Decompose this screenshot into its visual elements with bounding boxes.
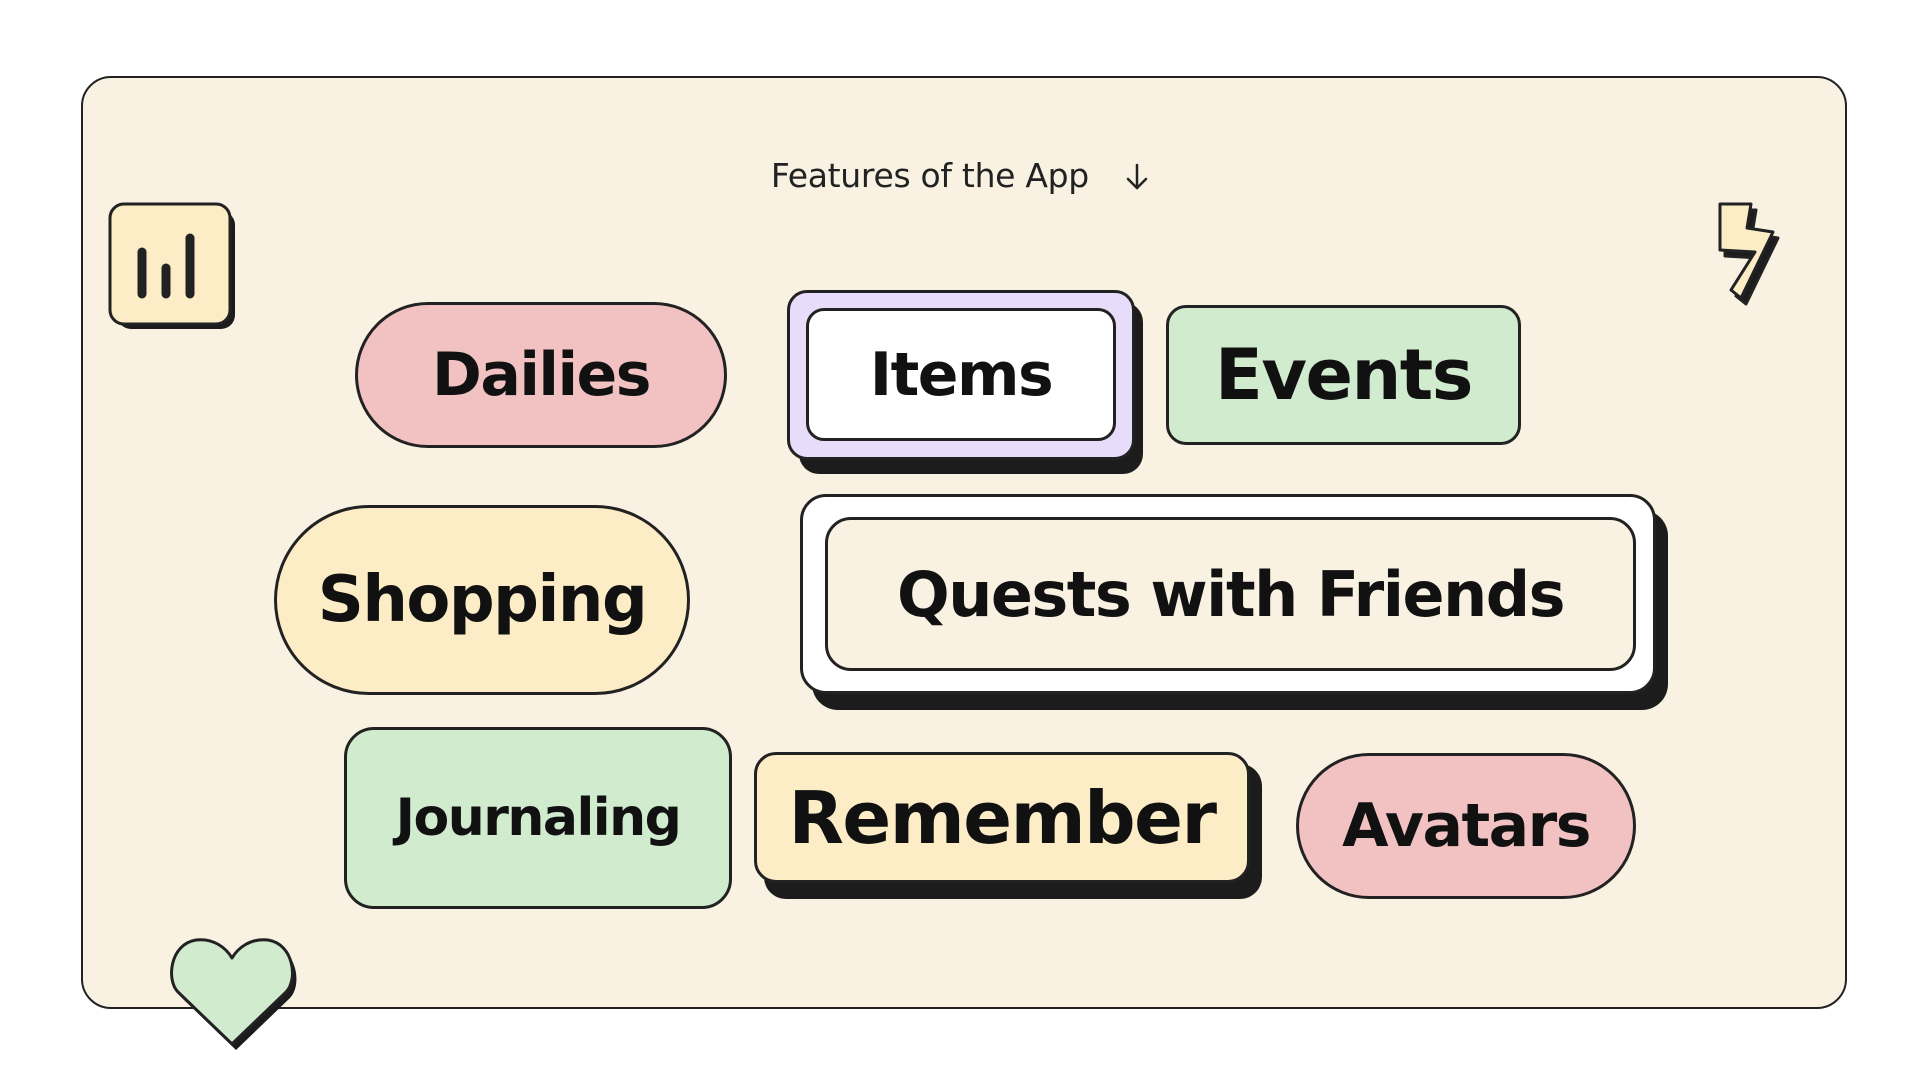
feature-journaling[interactable]: Journaling [344, 727, 732, 909]
feature-shopping-label: Shopping [317, 563, 648, 637]
arrow-down-icon [1125, 160, 1149, 199]
feature-remember[interactable]: Remember [754, 752, 1250, 883]
features-title: Features of the App [770, 156, 1089, 195]
feature-events-label: Events [1215, 334, 1473, 416]
heart-icon [164, 932, 300, 1058]
feature-items[interactable]: Items [806, 308, 1116, 441]
lightning-bolt-icon [1708, 200, 1794, 312]
feature-avatars[interactable]: Avatars [1296, 753, 1636, 899]
feature-remember-label: Remember [788, 775, 1217, 860]
feature-quests-label: Quests with Friends [896, 557, 1566, 631]
feature-shopping[interactable]: Shopping [274, 505, 690, 695]
feature-quests-with-friends[interactable]: Quests with Friends [825, 517, 1636, 671]
feature-items-label: Items [869, 339, 1054, 410]
feature-events[interactable]: Events [1166, 305, 1521, 445]
feature-dailies-label: Dailies [432, 340, 651, 410]
feature-avatars-label: Avatars [1342, 791, 1591, 861]
features-header: Features of the App [0, 156, 1920, 199]
feature-journaling-label: Journaling [395, 788, 682, 848]
feature-dailies[interactable]: Dailies [355, 302, 727, 448]
bar-chart-icon [108, 202, 240, 338]
